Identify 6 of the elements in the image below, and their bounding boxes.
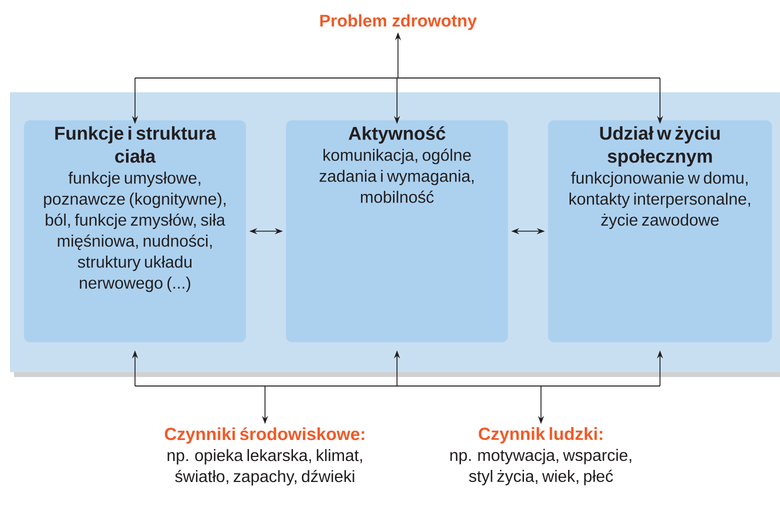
factor-text: Czynniki środowiskowe: np. opieka lekarska, klimat, światło, zapachy, dźwieki: [164, 427, 364, 486]
category-box: Udział w życiu społecznym funkcjonowanie w domu, kontakty interpersonalne, życie zawodowe: [548, 120, 772, 342]
factor-text: Czynnik ludzki: np. motywacja, wsparcie, styl życia, wiek, płeć: [450, 427, 632, 486]
category-box: Aktywność komunikacja, ogólne zadania i wymagania, mobilność: [286, 120, 508, 342]
title-text: Problem zdrowotny: [320, 14, 477, 30]
category-box: Funkcje i struktura ciała funkcje umysłowe, poznawcze (kognitywne), ból, funkcje zmysłów, siła mięśniowa, nudności, struktury układu nerwowego (...): [24, 120, 246, 342]
